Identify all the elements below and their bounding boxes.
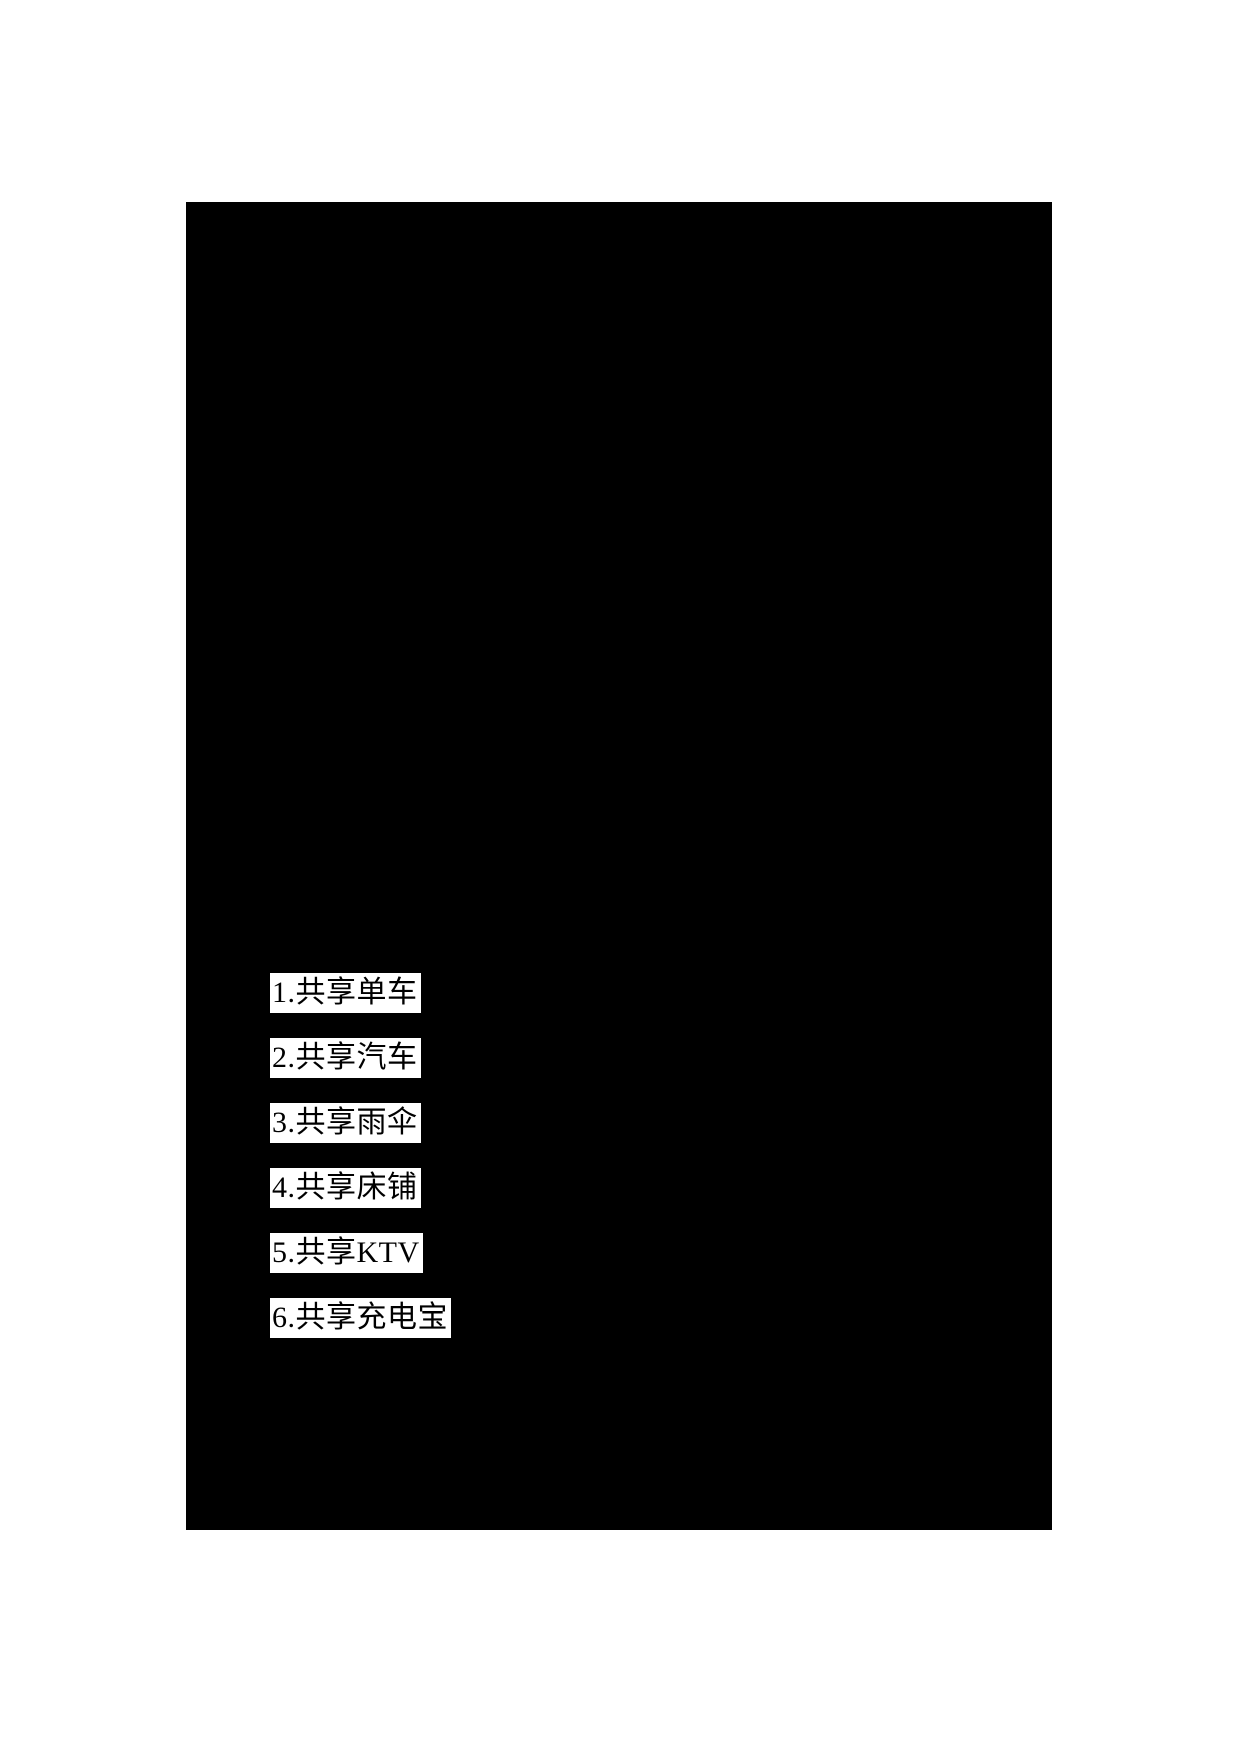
list-item[interactable]: 5.共享KTV <box>270 1233 451 1298</box>
list-item[interactable]: 3.共享雨伞 <box>270 1103 451 1168</box>
list-item-text: 3.共享雨伞 <box>270 1103 421 1143</box>
page-blank-upper-region <box>186 202 1052 962</box>
list-item-text: 1.共享单车 <box>270 973 421 1013</box>
numbered-service-list: 1.共享单车 2.共享汽车 3.共享雨伞 4.共享床铺 5.共享KTV 6.共享… <box>270 973 451 1363</box>
list-item-text: 4.共享床铺 <box>270 1168 421 1208</box>
document-page: 1.共享单车 2.共享汽车 3.共享雨伞 4.共享床铺 5.共享KTV 6.共享… <box>186 202 1052 1530</box>
list-item-text: 2.共享汽车 <box>270 1038 421 1078</box>
list-item-text: 5.共享KTV <box>270 1233 423 1273</box>
list-item[interactable]: 2.共享汽车 <box>270 1038 451 1103</box>
list-item[interactable]: 4.共享床铺 <box>270 1168 451 1233</box>
list-item[interactable]: 6.共享充电宝 <box>270 1298 451 1363</box>
list-item-text: 6.共享充电宝 <box>270 1298 451 1338</box>
list-item[interactable]: 1.共享单车 <box>270 973 451 1038</box>
page-blank-lower-region <box>186 1400 1052 1530</box>
